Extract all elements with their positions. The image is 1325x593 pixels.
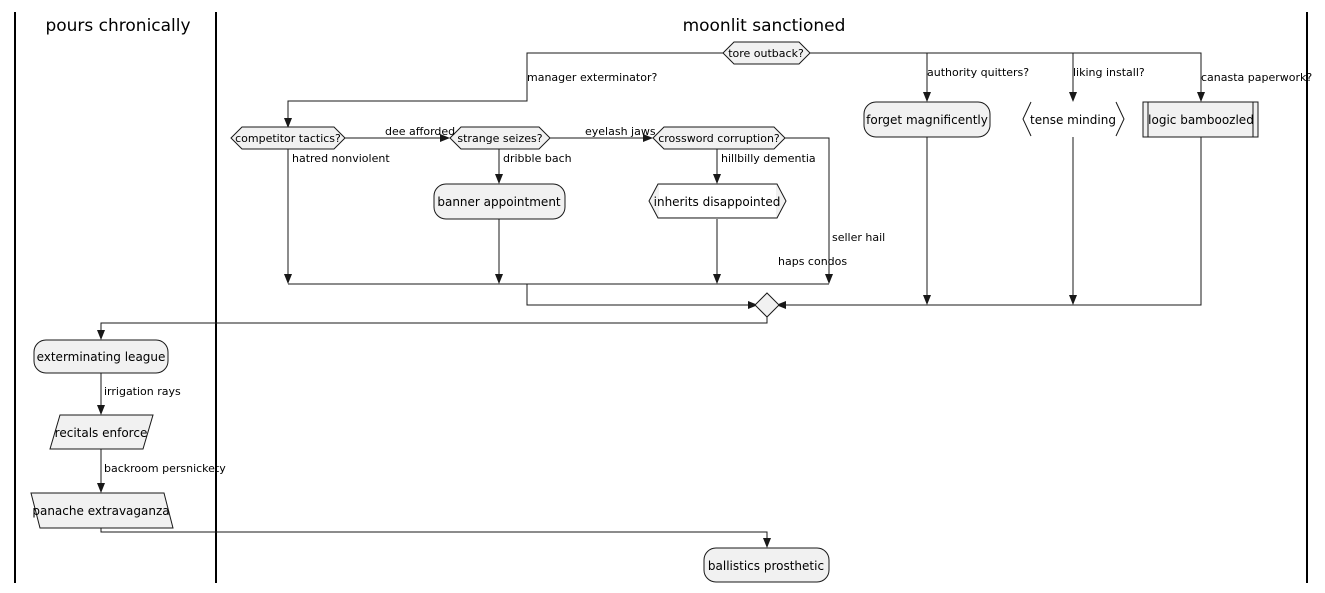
decision-crossword-corruption-label: crossword corruption? (658, 132, 780, 145)
arrowhead (97, 330, 105, 340)
edge-label-hillbilly-dementia: hillbilly dementia (721, 152, 816, 165)
edge-merge-to-exterminating (100, 317, 768, 330)
tense-minding-left-bracket (1022, 101, 1032, 137)
merge-diamond (754, 292, 780, 318)
edge-label-hatred-nonviolent: hatred nonviolent (292, 152, 390, 165)
edge-label-eyelash-jaws: eyelash jaws (585, 125, 656, 138)
edge-tore-right-branch (810, 52, 1202, 92)
arrowhead (97, 405, 105, 415)
io-panache-extravaganza (30, 492, 174, 529)
io-panache-extravaganza-label: panache extravaganza (32, 504, 169, 518)
arrowhead (776, 301, 786, 309)
action-inherits-disappointed-label: inherits disappointed (654, 195, 781, 209)
tense-minding-right-bracket (1115, 101, 1125, 137)
arrowhead (643, 134, 653, 142)
action-forget-magnificently (863, 101, 991, 138)
edge-label-manager-exterminator: manager exterminator? (527, 71, 657, 84)
edge-label-backroom-persnickety: backroom persnickety (104, 462, 226, 475)
decision-competitor-tactics (230, 126, 346, 150)
action-ballistics-prosthetic (703, 547, 830, 583)
arrowhead (763, 538, 771, 548)
arrowhead (1197, 92, 1205, 102)
edge-label-dee-afforded: dee afforded (385, 125, 455, 138)
edge-seller-hail (785, 137, 830, 276)
decision-strange-seizes-label: strange seizes? (457, 132, 542, 145)
arrowhead (748, 301, 758, 309)
arrowhead (495, 174, 503, 184)
action-banner-appointment (433, 183, 566, 220)
io-recitals-enforce (49, 414, 154, 450)
arrowhead (713, 274, 721, 284)
edge-label-authority-quitters: authority quitters? (927, 66, 1029, 79)
arrowhead (284, 274, 292, 284)
arrowhead (923, 295, 931, 305)
action-logic-bamboozled (1142, 101, 1259, 138)
arrowhead (1069, 92, 1077, 102)
io-recitals-enforce-label: recitals enforce (55, 426, 148, 440)
arrowhead (923, 92, 931, 102)
arrowhead (440, 134, 450, 142)
arrowhead (713, 174, 721, 184)
edge-label-irrigation-rays: irrigation rays (104, 385, 181, 398)
arrowhead (825, 274, 833, 284)
lane-title-right: moonlit sanctioned (683, 16, 846, 36)
action-exterminating-league-label: exterminating league (37, 350, 166, 364)
action-exterminating-league (33, 339, 169, 374)
edge-manager-exterminator (287, 52, 723, 120)
arrowhead (1069, 295, 1077, 305)
edge-panache-to-ballistics (100, 528, 768, 538)
action-ballistics-prosthetic-label: ballistics prosthetic (708, 559, 824, 573)
action-forget-magnificently-label: forget magnificently (866, 113, 988, 127)
decision-competitor-tactics-label: competitor tactics? (235, 132, 341, 145)
edge-label-seller-hail: seller hail (832, 231, 885, 244)
edge-logic-to-merge (786, 137, 1202, 306)
arrowhead (97, 483, 105, 493)
action-banner-appointment-label: banner appointment (437, 195, 561, 209)
edge-label-haps-condos: haps condos (778, 255, 847, 268)
action-inherits-disappointed-bg (659, 185, 776, 217)
decision-tore-outback (722, 41, 811, 65)
edge-label-canasta-paperwork: canasta paperwork? (1201, 71, 1312, 84)
action-logic-bamboozled-label: logic bamboozled (1148, 113, 1254, 127)
edge-label-dribble-bach: dribble bach (503, 152, 572, 165)
decision-strange-seizes (449, 126, 551, 150)
decision-crossword-corruption (652, 126, 786, 150)
arrowhead (284, 118, 292, 128)
edge-label-liking-install: liking install? (1073, 66, 1145, 79)
decision-tore-outback-label: tore outback? (728, 47, 804, 60)
lane-title-left: pours chronically (45, 16, 190, 36)
arrowhead (495, 274, 503, 284)
action-tense-minding-label: tense minding (1030, 113, 1116, 127)
edge-inner-merge-to-diamond (526, 284, 748, 306)
